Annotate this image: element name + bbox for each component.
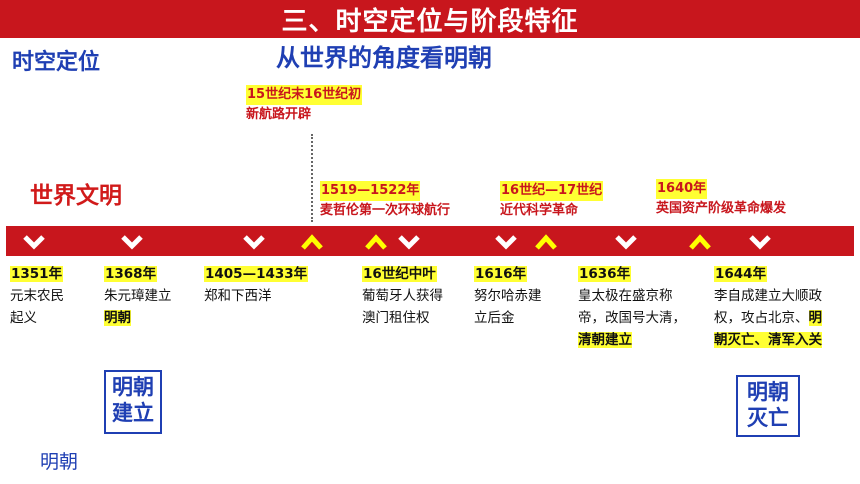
event-year: 1351年 <box>10 266 64 282</box>
event-line: 李自成建立大顺政 <box>714 288 822 304</box>
world-event-year: 16世纪—17世纪 <box>500 181 604 201</box>
world-event-desc: 英国资产阶级革命爆发 <box>656 201 787 216</box>
china-event-1368: 1368年 朱元璋建立 明朝 <box>104 263 172 329</box>
world-civilization-label: 世界文明 <box>30 183 122 209</box>
chevron-up-icon <box>300 232 324 252</box>
event-line: 起义 <box>10 310 37 326</box>
world-event-science-revolution: 16世纪—17世纪 近代科学革命 <box>500 181 604 221</box>
event-year: 1644年 <box>714 266 768 282</box>
event-year: 1616年 <box>474 266 528 282</box>
title-bar: 三、时空定位与阶段特征 <box>0 0 860 38</box>
china-event-1636: 1636年 皇太极在盛京称 帝，改国号大清， 清朝建立 <box>578 263 686 351</box>
china-event-1351: 1351年 元末农民 起义 <box>10 263 64 329</box>
chevron-up-icon <box>534 232 558 252</box>
event-year: 1368年 <box>104 266 158 282</box>
world-event-magellan: 1519—1522年 麦哲伦第一次环球航行 <box>320 181 450 221</box>
event-line: 澳门租住权 <box>362 310 430 326</box>
chevron-down-icon <box>397 232 421 252</box>
box-line: 明朝 <box>112 375 154 399</box>
world-event-english-revolution: 1640年 英国资产阶级革命爆发 <box>656 179 786 219</box>
chevron-up-icon <box>688 232 712 252</box>
world-event-new-routes: 15世纪末16世纪初 新航路开辟 <box>246 85 363 125</box>
timeline-bar <box>6 226 854 256</box>
event-line: 朱元璋建立 <box>104 288 172 304</box>
page-title: 三、时空定位与阶段特征 <box>281 6 579 37</box>
world-event-desc: 近代科学革命 <box>500 203 579 218</box>
event-highlight: 清朝建立 <box>578 332 632 348</box>
world-event-year: 1519—1522年 <box>320 181 421 201</box>
event-line: 皇太极在盛京称 <box>578 288 673 304</box>
event-year: 1405—1433年 <box>204 266 309 282</box>
chevron-down-icon <box>120 232 144 252</box>
world-event-desc: 麦哲伦第一次环球航行 <box>320 203 451 218</box>
event-line: 努尔哈赤建 <box>474 288 542 304</box>
world-event-year: 1640年 <box>656 179 708 199</box>
chevron-down-icon <box>748 232 772 252</box>
world-event-year: 15世纪末16世纪初 <box>246 85 363 105</box>
china-event-1616: 1616年 努尔哈赤建 立后金 <box>474 263 542 329</box>
event-line: 元末农民 <box>10 288 64 304</box>
section-label: 时空定位 <box>12 50 101 75</box>
china-event-16th-century: 16世纪中叶 葡萄牙人获得 澳门租住权 <box>362 263 443 329</box>
event-highlight: 明 <box>808 310 822 326</box>
chevron-down-icon <box>242 232 266 252</box>
chevron-down-icon <box>614 232 638 252</box>
chevron-down-icon <box>22 232 46 252</box>
box-line: 明朝 <box>747 380 789 404</box>
event-line: 葡萄牙人获得 <box>362 288 443 304</box>
subtitle: 从世界的角度看明朝 <box>276 44 492 72</box>
event-year: 16世纪中叶 <box>362 266 437 282</box>
dotted-connector <box>311 134 313 222</box>
chevron-down-icon <box>494 232 518 252</box>
event-year: 1636年 <box>578 266 632 282</box>
event-line: 权，攻占北京、 <box>714 310 809 326</box>
box-line: 灭亡 <box>747 406 789 430</box>
box-line: 建立 <box>112 401 154 425</box>
ming-founded-box: 明朝 建立 <box>104 370 162 434</box>
footer-label: 明朝 <box>40 451 79 473</box>
event-line: 立后金 <box>474 310 515 326</box>
event-line: 郑和下西洋 <box>204 288 272 304</box>
event-highlight: 朝灭亡、清军入关 <box>714 332 822 348</box>
chevron-up-icon <box>364 232 388 252</box>
china-event-1644: 1644年 李自成建立大顺政 权，攻占北京、明 朝灭亡、清军入关 <box>714 263 822 351</box>
ming-fallen-box: 明朝 灭亡 <box>736 375 800 437</box>
world-event-desc: 新航路开辟 <box>246 107 312 122</box>
event-highlight: 明朝 <box>104 310 131 326</box>
event-line: 帝，改国号大清， <box>578 310 686 326</box>
china-event-1405: 1405—1433年 郑和下西洋 <box>204 263 309 307</box>
